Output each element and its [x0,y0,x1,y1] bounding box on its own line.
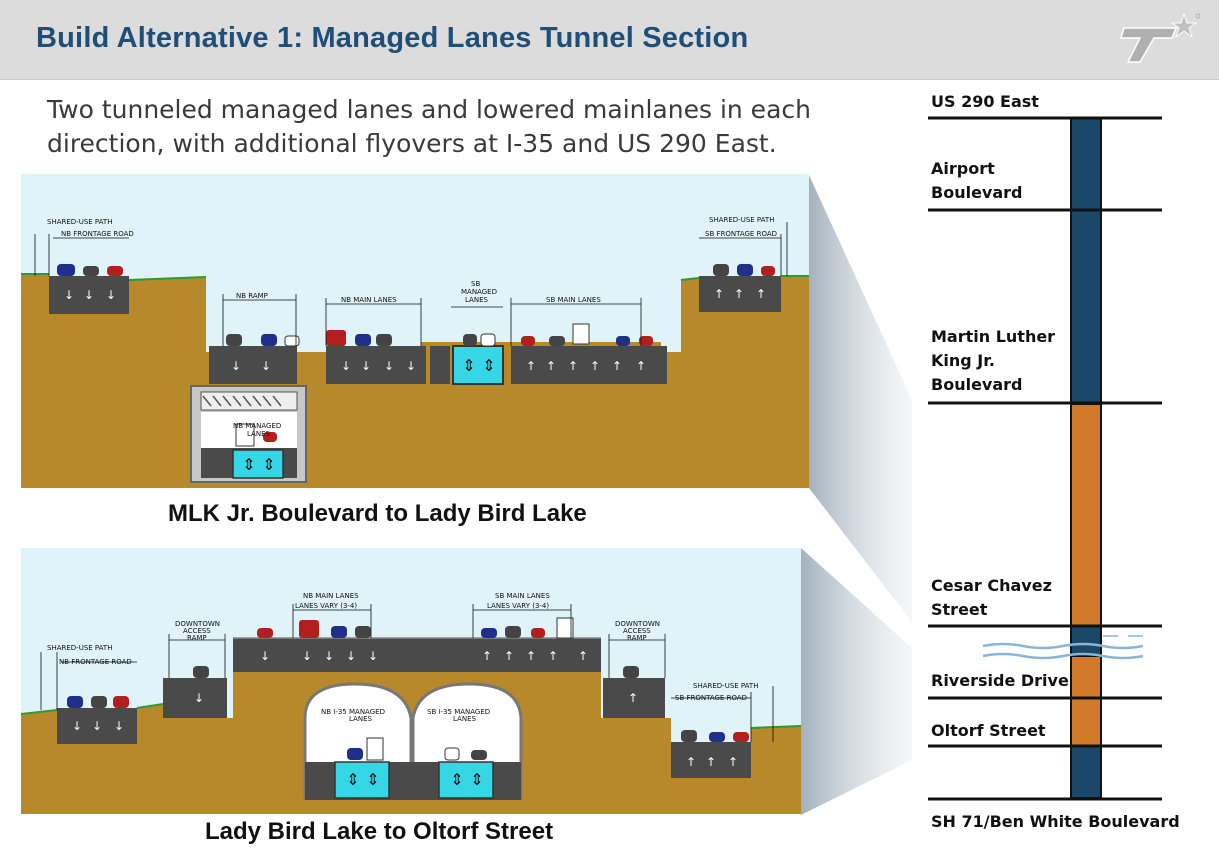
svg-text:↑: ↑ [504,649,514,663]
cross-section-2-drawing: ↓ ↓ ↓ ↓ ↑ ↑ ↑ ↑ ↓ ↓ ↓ ↓ ↓ ↑ ↑ ↑ ↑ ↑ ⇕ ⇕ ⇕ ⇕ SHARED-USE … [21,548,801,814]
label2-downtown-right-1: DOWNTOWN [615,620,660,628]
caption-section-1: MLK Jr. Boulevard to Lady Bird Lake [168,500,587,527]
label2-nb-main-lanes: NB MAIN LANES [303,592,359,600]
location-sh71: SH 71/Ben White Boulevard [931,812,1180,831]
svg-text:↓: ↓ [72,719,82,733]
page-title: Build Alternative 1: Managed Lanes Tunne… [36,22,749,54]
svg-text:⇕: ⇕ [482,356,495,375]
label-sb-main-lanes: SB MAIN LANES [546,296,601,304]
label-sb-managed-2: MANAGED [461,288,497,296]
label2-nb-i35-managed-2: LANES [349,715,373,723]
svg-text:↑: ↑ [568,359,578,373]
label2-shared-use-path-left: SHARED-USE PATH [47,644,112,652]
svg-text:⇕: ⇕ [470,770,483,789]
label2-sb-main-lanes: SB MAIN LANES [495,592,550,600]
location-oltorf: Oltorf Street [931,721,1046,740]
label2-nb-frontage-road: NB FRONTAGE ROAD [59,658,132,666]
label-sb-managed-3: LANES [465,296,489,304]
label-sb-managed-1: SB [471,280,480,288]
header-bar: Build Alternative 1: Managed Lanes Tunne… [0,0,1219,80]
svg-text:↑: ↑ [482,649,492,663]
svg-text:↑: ↑ [526,649,536,663]
svg-text:↓: ↓ [406,359,416,373]
svg-text:↓: ↓ [324,649,334,663]
label2-downtown-left-2: ACCESS [183,627,211,635]
svg-text:↑: ↑ [526,359,536,373]
svg-text:↓: ↓ [231,359,241,373]
label2-sb-frontage-road: SB FRONTAGE ROAD [675,694,747,702]
label-sb-frontage-road: SB FRONTAGE ROAD [705,230,777,238]
svg-text:↑: ↑ [734,287,744,301]
svg-text:↑: ↑ [578,649,588,663]
location-us290: US 290 East [931,92,1039,111]
svg-text:↓: ↓ [346,649,356,663]
svg-text:⇕: ⇕ [346,770,359,789]
label-nb-managed-1: NB MANAGED [233,422,281,430]
svg-text:↑: ↑ [756,287,766,301]
svg-text:↑: ↑ [612,359,622,373]
svg-text:⇕: ⇕ [242,455,255,474]
corridor-bar-diagram [928,116,1162,801]
label-shared-use-path-right: SHARED-USE PATH [709,216,774,224]
svg-text:↑: ↑ [714,287,724,301]
label-nb-main-lanes: NB MAIN LANES [341,296,397,304]
label-nb-ramp: NB RAMP [236,292,268,300]
location-mlk: Martin Luther King Jr. Boulevard [931,327,1056,394]
svg-text:⇕: ⇕ [366,770,379,789]
svg-text:↓: ↓ [261,359,271,373]
svg-text:↓: ↓ [92,719,102,733]
svg-text:↓: ↓ [84,288,94,302]
label2-sb-i35-managed-2: LANES [453,715,477,723]
cross-section-1-drawing: ↓ ↓ ↓ ↑ ↑ ↑ ↓ ↓ ↓ ↓ ↓ ↓ ↑ ↑ ↑ ↑ ↑ ↑ ⇕ ⇕ ⇕ ⇕ SHARED-USE … [21,174,809,488]
svg-text:↑: ↑ [706,755,716,769]
svg-text:↓: ↓ [194,691,204,705]
svg-text:↑: ↑ [590,359,600,373]
txdot-star-logo-icon [1119,12,1201,63]
label2-sb-lanes-vary: LANES VARY (3-4) [487,602,549,610]
svg-text:↑: ↑ [628,691,638,705]
svg-text:↓: ↓ [114,719,124,733]
label2-downtown-right-3: RAMP [627,634,647,642]
cross-section-lady-bird-to-oltorf: ↓ ↓ ↓ ↓ ↑ ↑ ↑ ↑ ↓ ↓ ↓ ↓ ↓ ↑ ↑ ↑ ↑ ↑ ⇕ ⇕ ⇕ ⇕ SHARED-USE … [21,548,809,814]
svg-text:↓: ↓ [361,359,371,373]
label2-sb-i35-managed-1: SB I-35 MANAGED [427,708,490,716]
svg-text:↑: ↑ [728,755,738,769]
label2-downtown-left-3: RAMP [187,634,207,642]
svg-text:↓: ↓ [302,649,312,663]
cross-section-mlk-to-lady-bird: ↓ ↓ ↓ ↑ ↑ ↑ ↓ ↓ ↓ ↓ ↓ ↓ ↑ ↑ ↑ ↑ ↑ ↑ ⇕ ⇕ ⇕ ⇕ SHARED-USE … [21,174,809,488]
svg-text:↑: ↑ [636,359,646,373]
svg-text:↓: ↓ [384,359,394,373]
svg-text:↓: ↓ [368,649,378,663]
label2-nb-lanes-vary: LANES VARY (3-4) [295,602,357,610]
label2-downtown-right-2: ACCESS [623,627,651,635]
svg-text:↓: ↓ [106,288,116,302]
location-airport: Airport Boulevard [931,159,1023,202]
location-riverside: Riverside Drive [931,671,1069,690]
svg-text:⇕: ⇕ [262,455,275,474]
caption-section-2: Lady Bird Lake to Oltorf Street [205,818,554,845]
svg-text:⇕: ⇕ [462,356,475,375]
svg-text:↑: ↑ [546,359,556,373]
svg-text:↑: ↑ [548,649,558,663]
svg-text:⇕: ⇕ [450,770,463,789]
label2-downtown-left-1: DOWNTOWN [175,620,220,628]
label2-shared-use-path-right: SHARED-USE PATH [693,682,758,690]
svg-text:↑: ↑ [686,755,696,769]
label-nb-managed-2: LANES [247,430,271,438]
svg-text:↓: ↓ [260,649,270,663]
location-cesar-chavez: Cesar Chavez Street [931,576,1052,619]
label-nb-frontage-road: NB FRONTAGE ROAD [61,230,134,238]
label2-nb-i35-managed-1: NB I-35 MANAGED [321,708,385,716]
svg-text:↓: ↓ [64,288,74,302]
label-shared-use-path-left: SHARED-USE PATH [47,218,112,226]
svg-text:↓: ↓ [341,359,351,373]
subtitle: Two tunneled managed lanes and lowered m… [47,95,811,158]
